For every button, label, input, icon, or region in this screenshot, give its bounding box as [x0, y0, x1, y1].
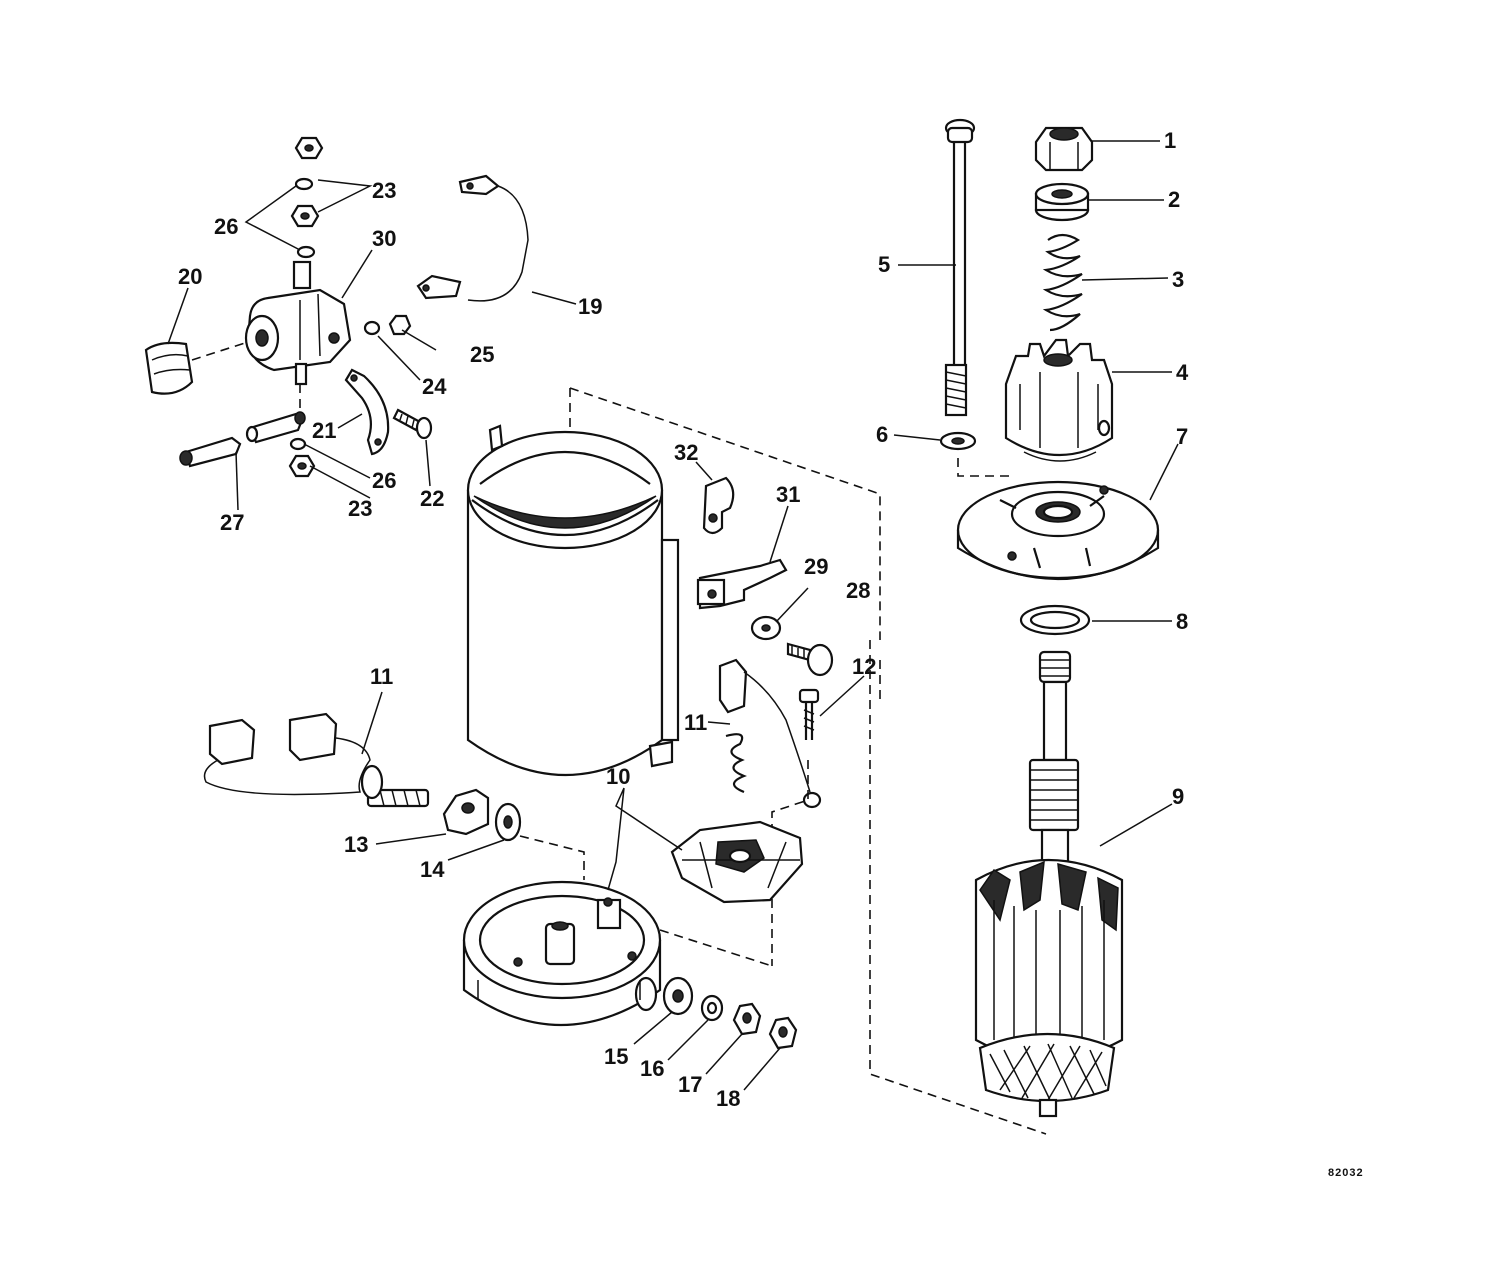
callout-9: 9 — [1172, 784, 1184, 809]
assembly-line-through-bolt — [957, 458, 1012, 477]
callout-10: 10 — [606, 764, 630, 789]
drive-end-cap-part — [956, 480, 1160, 580]
brush-spring-center-part — [718, 658, 822, 809]
through-bolt-part — [944, 118, 976, 417]
brush-screw-part — [798, 688, 820, 740]
hardware-15-18-part — [662, 976, 798, 1050]
insulator-part — [442, 788, 490, 836]
callout-18: 18 — [716, 1086, 740, 1111]
thrust-washer-part — [1019, 604, 1091, 636]
callout-13: 13 — [344, 832, 368, 857]
lockwasher-26-top-part — [294, 177, 316, 259]
pinion-nut-part — [1034, 126, 1094, 172]
callout-labels: 1 2 3 4 5 6 7 8 9 10 11 11 12 13 14 15 1… — [178, 128, 1189, 1111]
field-frame-part — [466, 424, 680, 776]
spacer-part — [1034, 182, 1090, 222]
solenoid-bracket-part — [344, 368, 390, 456]
plunger-spring-part — [179, 411, 306, 468]
callout-26-top: 26 — [214, 214, 238, 239]
brush-bracket-part — [696, 558, 788, 610]
callout-21: 21 — [312, 418, 336, 443]
callout-24: 24 — [422, 374, 447, 399]
callout-16: 16 — [640, 1056, 664, 1081]
callout-26-bottom: 26 — [372, 468, 396, 493]
assembly-line-frame — [569, 387, 881, 700]
insulating-washer-part — [750, 615, 782, 641]
callout-8: 8 — [1176, 609, 1188, 634]
lockwasher-part — [939, 431, 977, 451]
callout-23-top: 23 — [372, 178, 396, 203]
callout-23-bottom: 23 — [348, 496, 372, 521]
terminal-screw-part — [786, 642, 834, 677]
callout-6: 6 — [876, 422, 888, 447]
washer-14-part — [494, 802, 522, 842]
terminal-clip-part — [702, 476, 735, 535]
callout-5: 5 — [878, 252, 890, 277]
anti-drift-spring-part — [1042, 233, 1083, 332]
callout-27: 27 — [220, 510, 244, 535]
drive-pinion-part — [1004, 338, 1114, 462]
callout-11-left: 11 — [370, 664, 393, 689]
callout-14: 14 — [420, 857, 445, 882]
washer-24-nut-25-part — [363, 314, 412, 336]
boot-part — [144, 341, 249, 395]
callout-11-center: 11 — [684, 710, 707, 735]
screw-22-part — [392, 408, 433, 440]
nut-23-top-part — [290, 136, 324, 228]
callout-3: 3 — [1172, 267, 1184, 292]
leader-lines — [167, 140, 1179, 1091]
nut-washer-26-23-bottom-part — [288, 437, 316, 478]
callout-17: 17 — [678, 1072, 702, 1097]
drawing-number: 82032 — [1328, 1167, 1364, 1179]
callout-2: 2 — [1168, 187, 1180, 212]
callout-20: 20 — [178, 264, 202, 289]
callout-19: 19 — [578, 294, 602, 319]
callout-15: 15 — [604, 1044, 628, 1069]
assembly-line-armature — [869, 640, 1047, 1135]
brush-holder-part — [670, 820, 804, 904]
callout-25: 25 — [470, 342, 494, 367]
callout-4: 4 — [1176, 360, 1189, 385]
callout-1: 1 — [1164, 128, 1176, 153]
callout-22: 22 — [420, 486, 444, 511]
brush-set-left-part — [203, 712, 430, 808]
callout-29: 29 — [804, 554, 828, 579]
callout-28: 28 — [846, 578, 870, 603]
commutator-end-cap-part — [462, 880, 662, 1027]
callout-31: 31 — [776, 482, 800, 507]
callout-7: 7 — [1176, 424, 1188, 449]
callout-30: 30 — [372, 226, 396, 251]
assembly-line-end-cap — [519, 835, 773, 967]
solenoid-body-part — [244, 260, 352, 386]
solenoid-lead-part — [416, 174, 529, 302]
armature-part — [974, 650, 1124, 1118]
callout-12: 12 — [852, 654, 876, 679]
callout-32: 32 — [674, 440, 698, 465]
